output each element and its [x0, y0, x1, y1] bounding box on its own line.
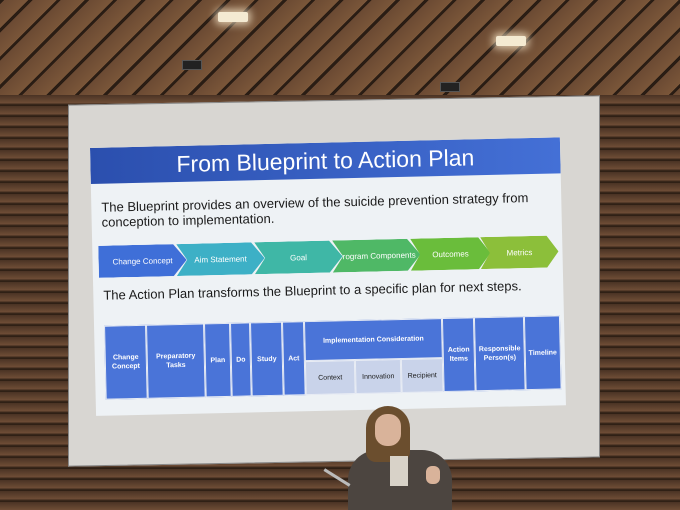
process-chevrons: Change Concept Aim Statement Goal Progra…	[98, 235, 559, 277]
header-plan: Plan	[204, 322, 232, 398]
subheader-recipient: Recipient	[400, 358, 444, 393]
header-responsible-persons: Responsible Person(s)	[473, 316, 526, 392]
blueprint-paragraph: The Blueprint provides an overview of th…	[101, 190, 529, 230]
ceiling-light	[218, 12, 248, 22]
slide: From Blueprint to Action Plan The Bluepr…	[90, 137, 566, 416]
chevron-outcomes: Outcomes	[410, 237, 491, 271]
subheader-context: Context	[304, 360, 356, 396]
header-action-items: Action Items	[441, 317, 476, 393]
ceiling-light	[496, 36, 526, 46]
header-act: Act	[281, 321, 306, 396]
chevron-aim-statement: Aim Statement	[176, 242, 265, 276]
chevron-program-components: Program Components	[332, 239, 421, 273]
ceiling-vent	[440, 82, 460, 92]
header-implementation-consideration: Implementation Consideration	[303, 318, 443, 362]
action-plan-paragraph: The Action Plan transforms the Blueprint…	[103, 278, 522, 303]
subheader-innovation: Innovation	[354, 359, 402, 395]
presenter-face	[375, 414, 401, 446]
ceiling-vent	[182, 60, 202, 70]
header-study: Study	[249, 321, 284, 397]
header-timeline: Timeline	[523, 315, 562, 391]
header-preparatory-tasks: Preparatory Tasks	[146, 323, 206, 399]
chevron-change-concept: Change Concept	[98, 244, 187, 278]
header-do: Do	[230, 322, 252, 397]
presenter-hand	[426, 466, 440, 484]
header-change-concept: Change Concept	[104, 324, 148, 400]
chevron-metrics: Metrics	[480, 235, 559, 269]
chevron-goal: Goal	[254, 240, 343, 274]
presenter-shirt	[390, 456, 408, 486]
action-plan-table: Change Concept Preparatory Tasks Plan Do…	[104, 315, 562, 400]
